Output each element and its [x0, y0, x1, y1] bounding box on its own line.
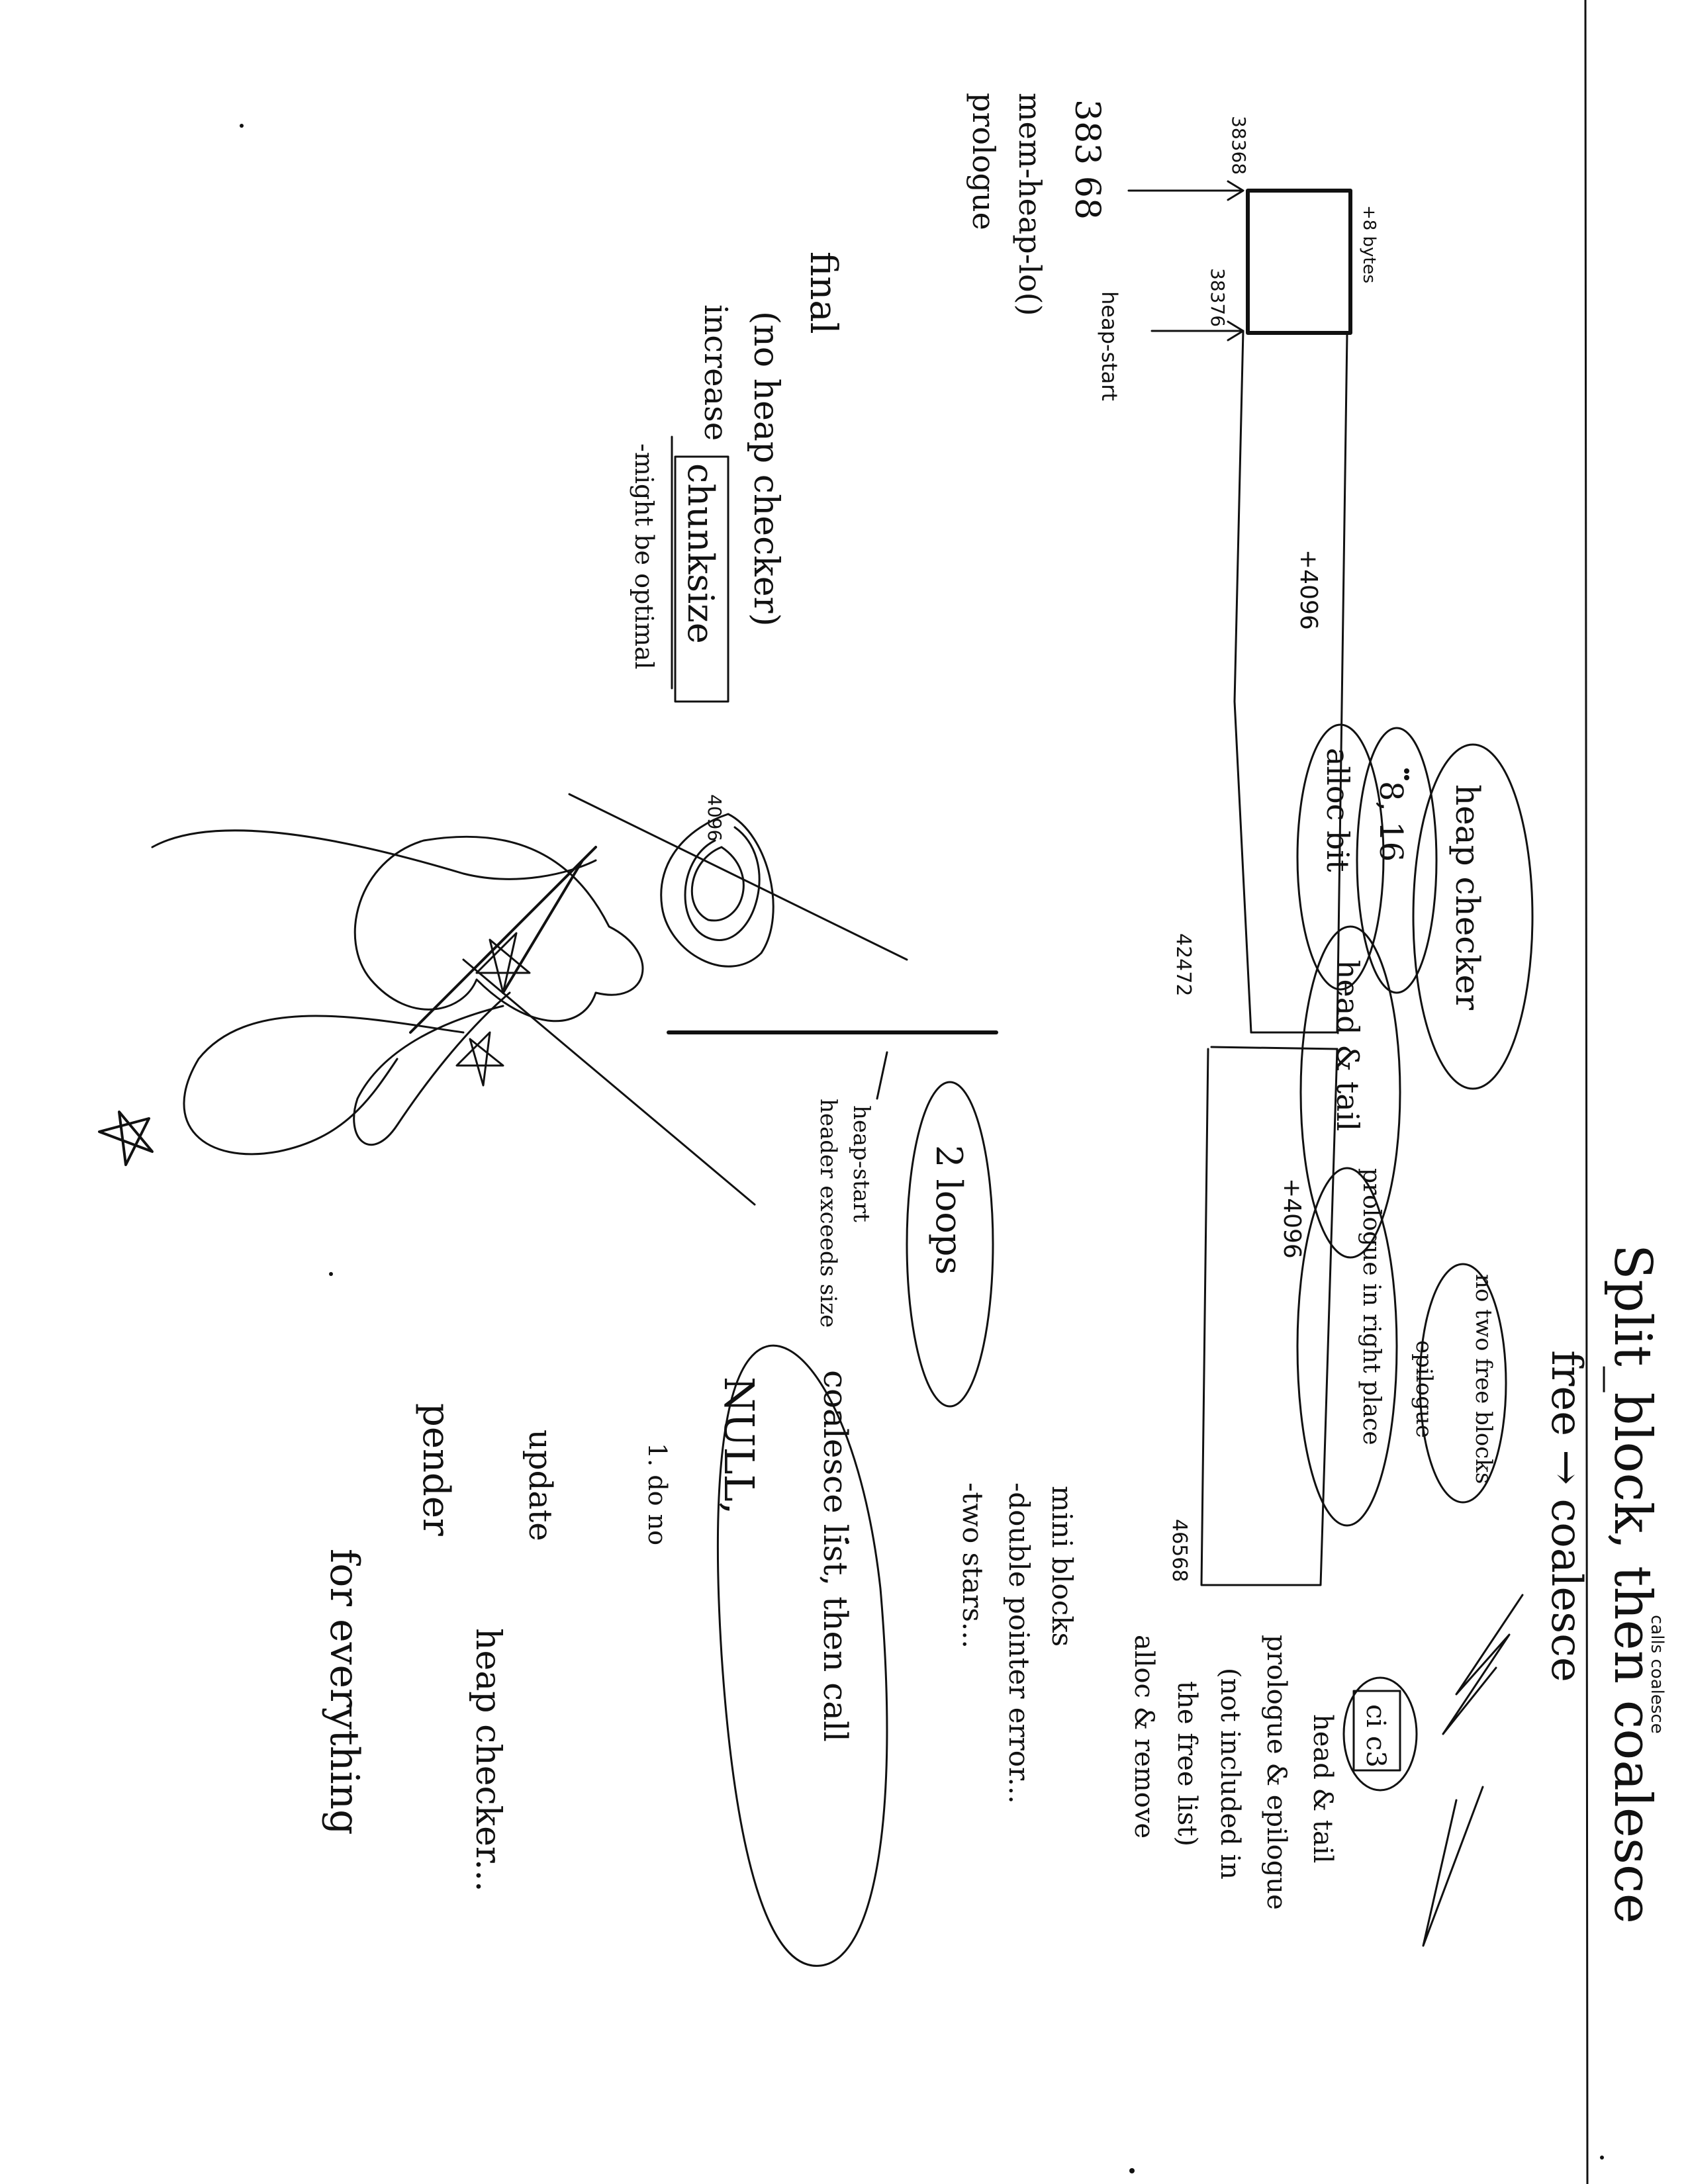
- arrowhead-mem-heap-lo: [1227, 180, 1244, 201]
- title-notes: Split_block, then coalesce calls coalesc…: [1542, 1244, 1667, 1924]
- prologue-epilogue-notes: head & tail prologue & epilogue (not inc…: [1129, 1635, 1338, 1910]
- star-doodle: [98, 1111, 154, 1166]
- mini-blocks-notes: mini blocks -double pointer error... -tw…: [957, 1482, 1078, 1804]
- note-increase: increase: [697, 304, 734, 441]
- left-addr: 383 68: [1067, 99, 1107, 220]
- title-calls-coalesce: calls coalesce: [1647, 1615, 1667, 1734]
- scribble-tail: [151, 829, 597, 880]
- note-head-tail: head & tail: [1330, 960, 1366, 1131]
- chunk1-outline: [1233, 330, 1348, 1034]
- heap-diagram: +8 bytes 38368 38376 heap-start +4096 42…: [1097, 116, 1379, 1586]
- note-final: final: [802, 251, 845, 334]
- note-free-list: the free list): [1172, 1681, 1202, 1846]
- bubble-head-tail: [1299, 925, 1401, 1259]
- chunk-divider: [1210, 1046, 1338, 1050]
- note-header-exceeds: header exceeds size: [815, 1099, 841, 1328]
- left-mem-heap-lo: mem-heap-lo(): [1012, 93, 1048, 316]
- note-coalesce-list: coalesce list, then call: [816, 1370, 855, 1742]
- note-two-stars: -two stars...: [957, 1482, 989, 1649]
- note-double-pointer: -double pointer error...: [1003, 1482, 1035, 1804]
- scribble-loop-large: [183, 1015, 465, 1156]
- left-prologue: prologue: [966, 93, 1002, 230]
- bubble-prologue: [1296, 1167, 1398, 1527]
- scribble-star-2: [455, 1031, 504, 1087]
- loops-arrow: [876, 1051, 888, 1100]
- label-heap-start: heap-start: [1097, 291, 1122, 401]
- ci-c3-box: [1352, 1690, 1401, 1772]
- scribble-loop-bottom: [353, 991, 511, 1146]
- scribble-4096: 4096: [704, 794, 726, 841]
- ci-c3-bubble: [1342, 1676, 1418, 1792]
- chunk2-outline: [1200, 1048, 1338, 1586]
- note-null: NULL,: [715, 1377, 763, 1515]
- bubble-coalesce-list: [716, 1344, 888, 1967]
- addr-chunk2-end: 46568: [1168, 1519, 1191, 1582]
- note-for-everything: for everything: [321, 1549, 367, 1835]
- update-notes: update heap checker... pender for everyt…: [321, 1403, 559, 1892]
- title-free-coalesce: free → coalesce: [1542, 1350, 1591, 1682]
- note-do-no: 1. do no: [643, 1443, 672, 1545]
- bubble-no-two-free: [1419, 1263, 1507, 1504]
- note-no-heap-checker: (no heap checker): [746, 311, 786, 627]
- scribble-star: [475, 932, 531, 994]
- scribble-cloud: [353, 835, 644, 1023]
- scratch-1: [1442, 1594, 1524, 1735]
- chunk2-label: +4096: [1278, 1178, 1305, 1259]
- addr-mem-heap-lo: 38368: [1228, 116, 1250, 175]
- prologue-labels: 383 68 mem-heap-lo() prologue: [966, 93, 1107, 316]
- scribble-loops: [660, 813, 774, 968]
- note-heap-start-2: heap-start: [848, 1105, 874, 1222]
- note-alloc-remove: alloc & remove: [1129, 1635, 1159, 1839]
- scribble-cross-2: [502, 859, 584, 994]
- note-heap-checker-2: heap checker...: [468, 1628, 508, 1892]
- note-chunksize: chunksize: [680, 463, 722, 644]
- page-edge-line: [1584, 0, 1589, 2184]
- note-prologue-right-place: prologue in right place: [1358, 1168, 1385, 1445]
- note-heap-checker: heap checker: [1448, 784, 1487, 1010]
- note-2-loops: 2 loops: [928, 1145, 970, 1275]
- header-block-label: +8 bytes: [1359, 205, 1379, 283]
- ci-c3-group: ci c3: [1342, 1676, 1418, 1792]
- note-not-included: (not included in: [1215, 1668, 1245, 1880]
- scratch-2: [1422, 1786, 1484, 1947]
- addr-chunk1-end: 42472: [1172, 933, 1195, 996]
- title-split-block: Split_block, then coalesce: [1603, 1244, 1662, 1924]
- loops-note: 2 loops heap-start header exceeds size: [815, 1051, 994, 1408]
- bubble-8-16: [1356, 727, 1438, 994]
- scratch-marks: [1422, 1594, 1524, 1947]
- scribble-cross-long: [568, 793, 908, 961]
- bubble-heap-checker: [1412, 743, 1534, 1090]
- note-might-be-optimal: -might be optimal: [630, 443, 659, 670]
- scribble-cross-1: [409, 846, 597, 1034]
- note-mini-blocks: mini blocks: [1046, 1486, 1078, 1647]
- note-prologue-epilogue: prologue & epilogue: [1261, 1635, 1291, 1910]
- header-block: [1246, 189, 1352, 335]
- note-epilogue: epilogue: [1411, 1340, 1437, 1438]
- addr-heap-start: 38376: [1207, 268, 1229, 327]
- note-update: update: [522, 1430, 559, 1541]
- note-pender: pender: [414, 1403, 457, 1536]
- scribbles: 4096: [98, 793, 998, 1206]
- bubble-alloc-bit: [1296, 723, 1385, 991]
- note-ci-c3: ci c3: [1360, 1704, 1391, 1768]
- note-no-two-free: no two free blocks: [1470, 1274, 1497, 1484]
- chunksize-box: [674, 455, 729, 703]
- scribble-strike-long: [462, 958, 756, 1206]
- bubble-2-loops: [906, 1081, 994, 1408]
- scan-specks: [240, 124, 1604, 2173]
- chunk1-label: +4096: [1295, 549, 1322, 630]
- coalesce-notes: coalesce list, then call NULL, 1. do no: [643, 1344, 888, 1967]
- checker-bubbles: heap checker 8, 16 alloc bit head & tail…: [1296, 723, 1534, 1527]
- note-alloc-bit: alloc bit: [1320, 748, 1356, 872]
- final-notes: final (no heap checker) increase chunksi…: [630, 251, 845, 703]
- note-head-tail-2: head & tail: [1307, 1714, 1338, 1863]
